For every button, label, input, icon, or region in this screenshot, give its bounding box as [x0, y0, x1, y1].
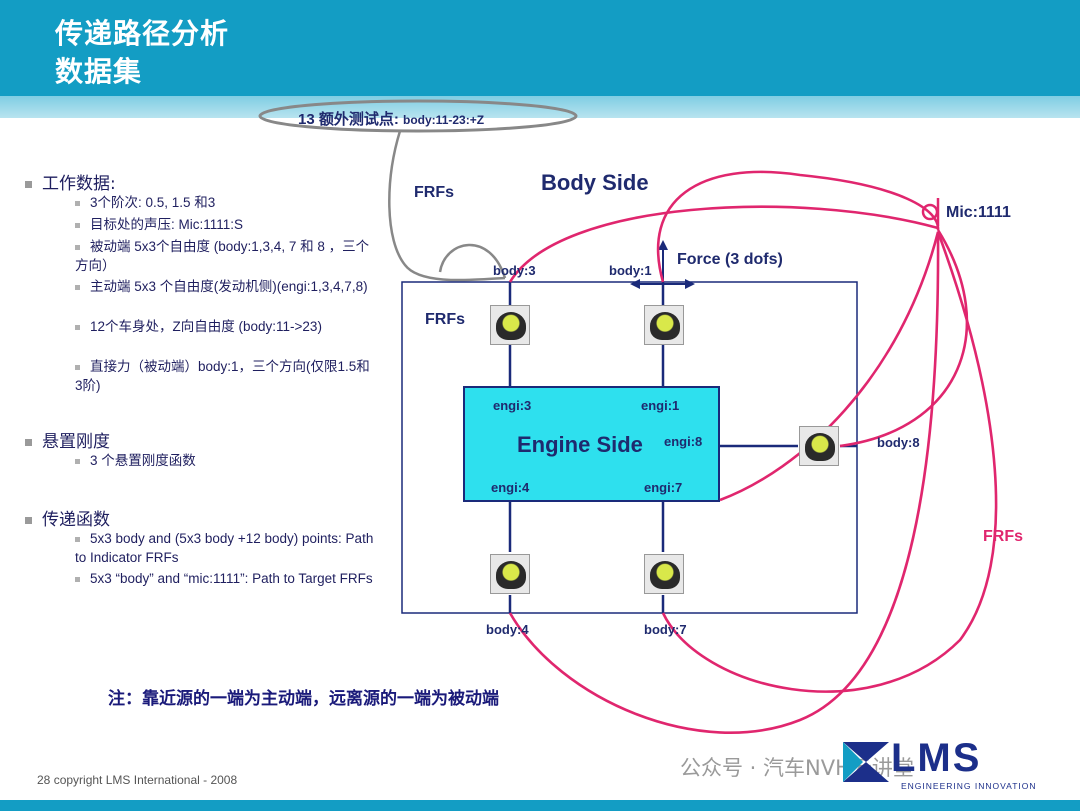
frf-path-body8: [839, 229, 969, 448]
bullet-square-icon: [25, 438, 32, 446]
sub-bullet-icon: [75, 324, 80, 330]
page-number: 28: [37, 773, 51, 787]
engi-label: engi:3: [493, 398, 532, 413]
engi-label: engi:4: [491, 480, 530, 495]
section-heading: 传递函数: [42, 510, 110, 530]
logo-tagline: ENGINEERING INNOVATION: [901, 781, 1037, 791]
frfs-right-label: FRFs: [983, 528, 1023, 545]
mount-icon: [490, 554, 530, 594]
body-label: body:4: [486, 622, 529, 637]
engi-label: engi:8: [664, 434, 703, 449]
page-title: 传递路径分析: [55, 17, 230, 50]
bullet-square-icon: [25, 180, 32, 188]
list-item-text: 3个阶次: 0.5, 1.5 和3: [90, 195, 216, 210]
force-label: Force (3 dofs): [677, 251, 783, 268]
bullet-square-icon: [25, 516, 32, 524]
sub-bullet-icon: [75, 284, 80, 290]
list-item-text: 主动端 5x3 个自由度(发动机侧)(engi:1,3,4,7,8): [90, 279, 368, 294]
list-item: 12个车身处，Z向自由度 (body:11->23): [75, 317, 375, 336]
frf-path-cross: [719, 231, 940, 502]
list-item-text: 12个车身处，Z向自由度 (body:11->23): [90, 319, 322, 334]
section-work-data: 工作数据:: [25, 169, 116, 194]
sub-bullet-icon: [75, 458, 80, 464]
frf-loop: [438, 243, 507, 279]
section-heading: 悬置刚度: [42, 432, 110, 452]
section-mount-stiffness: 悬置刚度: [25, 427, 110, 452]
body-label: body:1: [609, 263, 652, 278]
engine-side-label: Engine Side: [517, 432, 643, 457]
frf-path-body4: [508, 231, 940, 734]
list-item: 5x3 body and (5x3 body +12 body) points:…: [75, 529, 375, 567]
engi-label: engi:1: [641, 398, 680, 413]
arrowhead-icon: [685, 279, 695, 289]
mic-label: Mic:1111: [946, 204, 1011, 221]
list-item-text: 直接力（被动端）body:1，三个方向(仅限1.5和3阶): [75, 359, 370, 393]
footer: 28 copyright LMS International - 2008: [37, 773, 237, 787]
title-bar: [0, 0, 1080, 96]
list-item-text: 5x3 “body” and “mic:1111”: Path to Targe…: [90, 571, 373, 586]
list-item: 5x3 “body” and “mic:1111”: Path to Targe…: [75, 569, 375, 588]
frfs-left-label: FRFs: [425, 311, 465, 328]
body-label: body:3: [493, 263, 536, 278]
list-item-text: 目标处的声压: Mic:1111:S: [90, 217, 244, 232]
frf-leader-line: [388, 130, 506, 282]
list-item: 主动端 5x3 个自由度(发动机侧)(engi:1,3,4,7,8): [75, 277, 375, 296]
mount-icon: [644, 305, 684, 345]
body-side-frame: [401, 281, 858, 614]
copyright-text: copyright LMS International - 2008: [53, 773, 238, 787]
sub-bullet-icon: [75, 200, 80, 206]
sub-bullet-icon: [75, 576, 80, 582]
callout-text: 13 额外测试点: body:11-23:+Z: [298, 108, 484, 129]
list-item: 目标处的声压: Mic:1111:S: [75, 215, 375, 234]
list-item-text: 3 个悬置刚度函数: [90, 453, 196, 468]
frf-path-body1: [656, 170, 940, 283]
sub-bullet-icon: [75, 364, 80, 370]
body-side-label: Body Side: [541, 170, 649, 195]
mount-icon: [644, 554, 684, 594]
arrowhead-icon: [658, 240, 668, 250]
list-item-text: 被动端 5x3个自由度 (body:1,3,4, 7 和 8 ，三个方向）: [75, 239, 370, 273]
sub-bullet-icon: [75, 536, 80, 542]
callout-detail: body:11-23:+Z: [403, 113, 485, 127]
body-label: body:7: [644, 622, 687, 637]
list-item-text: 5x3 body and (5x3 body +12 body) points:…: [75, 531, 374, 565]
arrowhead-icon: [630, 279, 640, 289]
note-text: 注：靠近源的一端为主动端，远离源的一端为被动端: [108, 689, 499, 709]
lms-logo-mark-icon: [843, 742, 889, 782]
body-label: body:8: [877, 435, 920, 450]
logo-text: LMS: [891, 736, 982, 780]
section-transfer: 传递函数: [25, 505, 110, 530]
footer-bar: [0, 800, 1080, 811]
sub-bullet-icon: [75, 244, 80, 250]
callout-ellipse: [258, 99, 578, 133]
frf-path-body3: [508, 205, 939, 283]
lms-logo: LMS ENGINEERING INNOVATION: [843, 736, 1053, 792]
engine-side-box: [463, 386, 720, 502]
page-subtitle: 数据集: [55, 55, 143, 88]
target-frf-paths: [508, 170, 998, 734]
frfs-top-label: FRFs: [414, 184, 454, 201]
sub-bullet-icon: [75, 222, 80, 228]
engi-label: engi:7: [644, 480, 683, 495]
frf-path-body7: [661, 231, 998, 693]
callout-label: 13 额外测试点:: [298, 111, 404, 128]
mount-icon: [799, 426, 839, 466]
list-item: 3 个悬置刚度函数: [75, 451, 375, 470]
section-heading: 工作数据:: [42, 174, 116, 194]
list-item: 3个阶次: 0.5, 1.5 和3: [75, 193, 375, 212]
list-item: 直接力（被动端）body:1，三个方向(仅限1.5和3阶): [75, 357, 375, 395]
list-item: 被动端 5x3个自由度 (body:1,3,4, 7 和 8 ，三个方向）: [75, 237, 375, 275]
mount-icon: [490, 305, 530, 345]
